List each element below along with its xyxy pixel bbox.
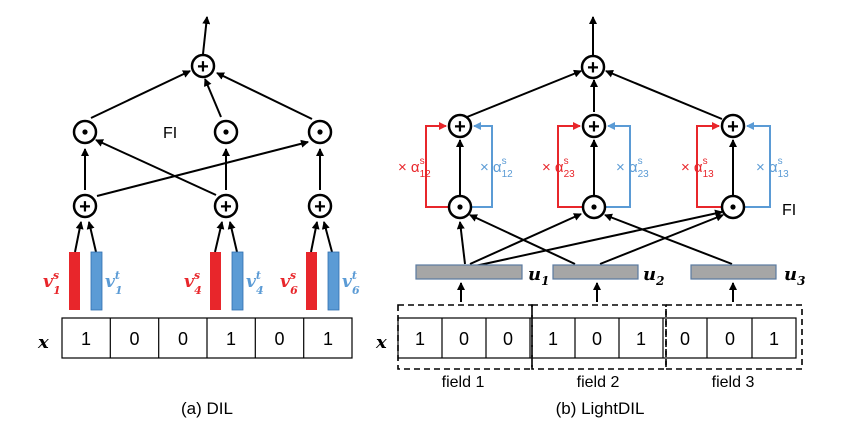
dil-x-cell: 1 xyxy=(226,329,236,349)
embedding-bar-s1 xyxy=(69,252,80,310)
svg-text:+: + xyxy=(220,196,232,218)
dil-plus-top: + xyxy=(190,53,216,79)
embedding-bar-u2 xyxy=(552,264,639,280)
lightdil-x-cell: 1 xyxy=(636,329,646,349)
dil-x-label: x xyxy=(37,332,49,353)
dil-input-vector: 1 0 0 1 0 1 xyxy=(61,317,353,359)
label-u3: u3 xyxy=(784,264,805,288)
dil-plus-node-1: + xyxy=(72,193,98,219)
lightdil-x-cell: 1 xyxy=(548,329,558,349)
dil-plus-node-3: + xyxy=(307,193,333,219)
dil-panel: + + + + FI xyxy=(37,16,360,418)
svg-text:+: + xyxy=(727,116,739,138)
embedding-bar-t6 xyxy=(327,251,340,311)
lightdil-fi-label: FI xyxy=(782,202,796,219)
svg-text:+: + xyxy=(314,196,326,218)
dil-fi-label: FI xyxy=(163,125,177,142)
lightdil-input-vector: 1 0 0 1 0 1 0 0 1 xyxy=(397,317,797,359)
embedding-bar-s6 xyxy=(306,252,317,310)
lightdil-dot-node-2 xyxy=(581,194,607,220)
lightdil-x-cell: 0 xyxy=(592,329,602,349)
dil-dot-node-1 xyxy=(72,119,98,145)
lightdil-dot-node-1 xyxy=(447,194,473,220)
lightdil-x-cell: 0 xyxy=(725,329,735,349)
dil-x-cell: 1 xyxy=(81,329,91,349)
lightdil-x-cell: 1 xyxy=(769,329,779,349)
field-3-label: field 3 xyxy=(712,374,755,391)
lightdil-plus-top: + xyxy=(580,54,606,80)
embedding-bar-u3 xyxy=(690,264,777,280)
svg-text:+: + xyxy=(587,57,599,79)
lightdil-plus-node-2: + xyxy=(581,113,607,139)
dil-dot-node-2 xyxy=(213,119,239,145)
svg-text:+: + xyxy=(197,56,209,78)
lightdil-plus-node-3: + xyxy=(720,113,746,139)
field-2-label: field 2 xyxy=(577,374,620,391)
dil-x-cell: 0 xyxy=(178,329,188,349)
label-u1: u1 xyxy=(528,264,549,288)
label-u2: u2 xyxy=(643,264,664,288)
lightdil-caption: (b) LightDIL xyxy=(556,399,645,418)
dil-dot-node-3 xyxy=(307,119,333,145)
dil-caption: (a) DIL xyxy=(181,399,233,418)
lightdil-x-cell: 0 xyxy=(503,329,513,349)
svg-text:+: + xyxy=(588,116,600,138)
lightdil-x-cell: 1 xyxy=(415,329,425,349)
dil-x-cell: 0 xyxy=(274,329,284,349)
svg-text:+: + xyxy=(454,116,466,138)
lightdil-x-cell: 0 xyxy=(459,329,469,349)
embedding-bar-u1 xyxy=(415,264,523,280)
field-1-label: field 1 xyxy=(442,374,485,391)
dil-plus-node-2: + xyxy=(213,193,239,219)
lightdil-plus-node-1: + xyxy=(447,113,473,139)
embedding-bar-s4 xyxy=(210,252,221,310)
embedding-bar-t1 xyxy=(90,251,103,311)
lightdil-dot-node-3 xyxy=(720,194,746,220)
dil-x-cell: 0 xyxy=(129,329,139,349)
embedding-bar-t4 xyxy=(231,251,244,311)
lightdil-x-label: x xyxy=(375,332,387,353)
dil-x-cell: 1 xyxy=(323,329,333,349)
lightdil-x-cell: 0 xyxy=(680,329,690,349)
field-2-box xyxy=(531,304,667,370)
svg-text:+: + xyxy=(79,196,91,218)
